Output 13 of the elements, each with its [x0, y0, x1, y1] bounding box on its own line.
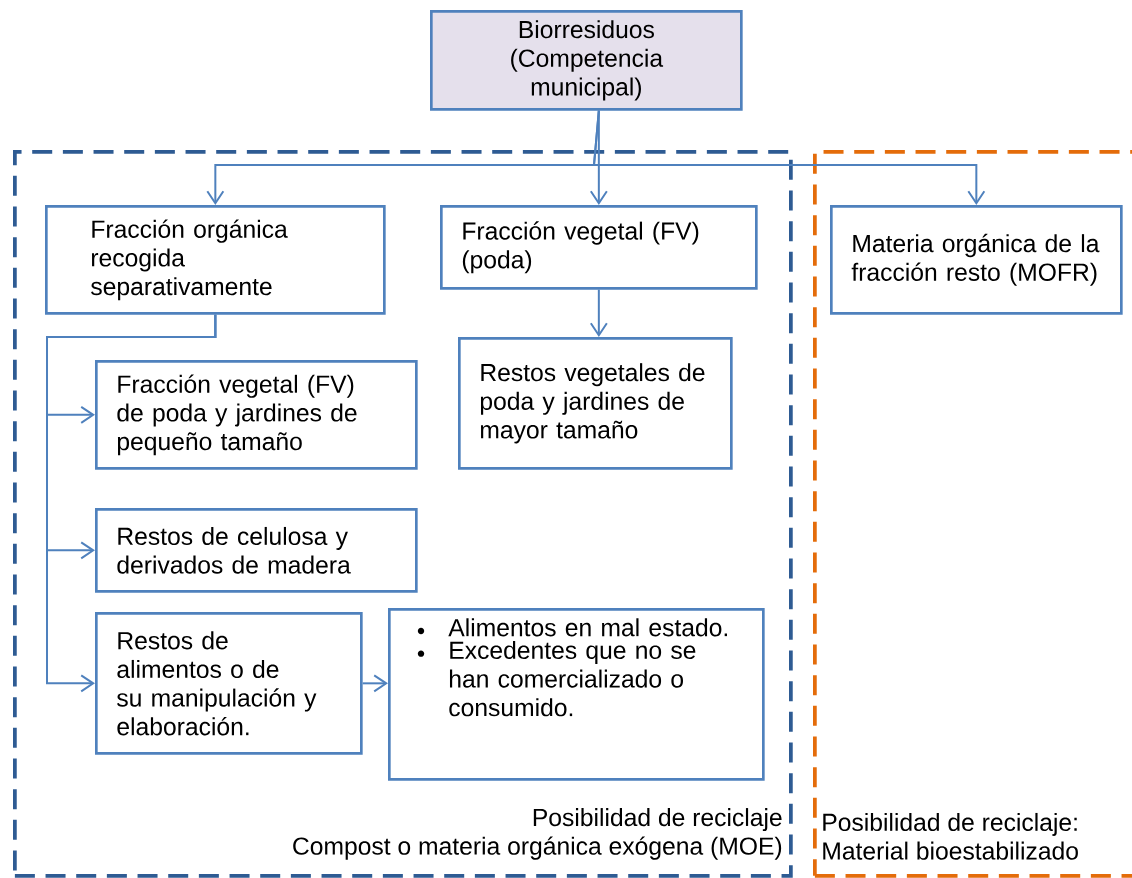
process-box: Fracción orgánica recogida separativamente	[45, 205, 386, 315]
process-box: Fracción vegetal (FV) de poda y jardines de pequeño tamaño	[95, 360, 418, 470]
arrow	[46, 313, 217, 693]
process-box: Fracción vegetal (FV) (poda)	[440, 205, 758, 290]
process-box: Biorresiduos (Competencia municipal)	[430, 10, 743, 111]
arrow	[589, 288, 608, 337]
arrow	[361, 674, 388, 693]
process-box: Materia orgánica de la fracción resto (MOFR)	[830, 205, 1123, 315]
process-box: Restos vegetales de poda y jardines de mayor tamaño	[458, 337, 733, 470]
arrow	[592, 109, 986, 205]
process-box: Restos de celulosa y derivados de madera	[95, 508, 418, 593]
bullet-list-box: Alimentos en mal estado. Excedentes que no se han comercializado o consumido.	[388, 608, 765, 781]
process-box: Restos de alimentos o de su manipulación y elaboración.	[95, 612, 363, 755]
